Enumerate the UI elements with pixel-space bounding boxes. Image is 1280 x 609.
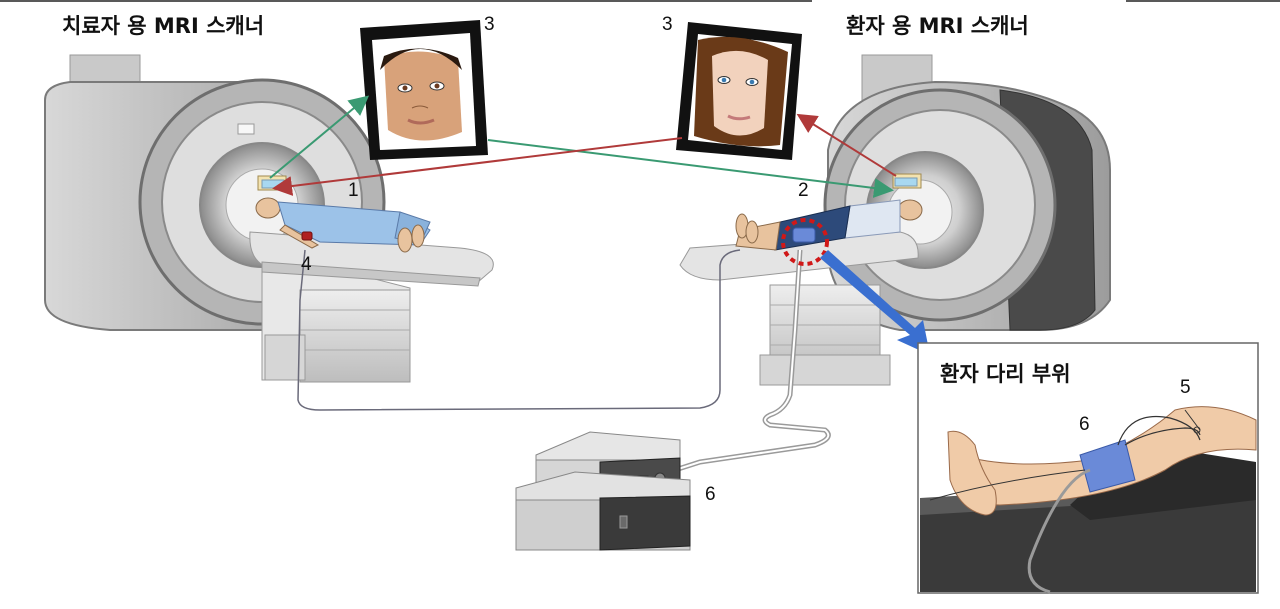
dashed-highlight-circle — [781, 218, 829, 266]
inset-leg-cuff — [1079, 439, 1136, 493]
label-2: 2 — [798, 180, 809, 201]
label-3-right: 3 — [662, 14, 673, 35]
leg-inset — [917, 342, 1259, 594]
label-6-inset: 6 — [1079, 414, 1090, 435]
gaze-arrow-screen-to-patient — [487, 139, 894, 198]
label-5: 5 — [1180, 377, 1191, 398]
zoom-arrow — [820, 250, 930, 355]
label-6-device: 6 — [705, 484, 716, 505]
pressure-device: 180 — [515, 431, 691, 551]
cable-cuff-inner — [674, 249, 830, 471]
label-4: 4 — [301, 254, 312, 275]
therapist-scanner-title: 치료자 용 MRI 스캐너 — [62, 14, 265, 38]
patient-scanner-title: 환자 용 MRI 스캐너 — [846, 14, 1029, 38]
label-1: 1 — [348, 180, 359, 201]
face-screen-right — [676, 22, 802, 160]
gaze-arrow-patient-to-screen — [796, 113, 897, 177]
response-device — [301, 231, 313, 241]
label-3-left: 3 — [484, 14, 495, 35]
gaze-arrow-therapist-to-screen — [269, 95, 370, 179]
gaze-arrow-screen-to-therapist — [272, 137, 683, 196]
cable-response — [297, 249, 741, 411]
therapist-bed — [249, 231, 494, 383]
patient-person — [735, 173, 923, 251]
inset-title: 환자 다리 부위 — [940, 362, 1071, 386]
therapist-person — [255, 175, 431, 253]
patient-leg-cuff — [792, 227, 816, 243]
face-screen-left — [360, 20, 488, 160]
